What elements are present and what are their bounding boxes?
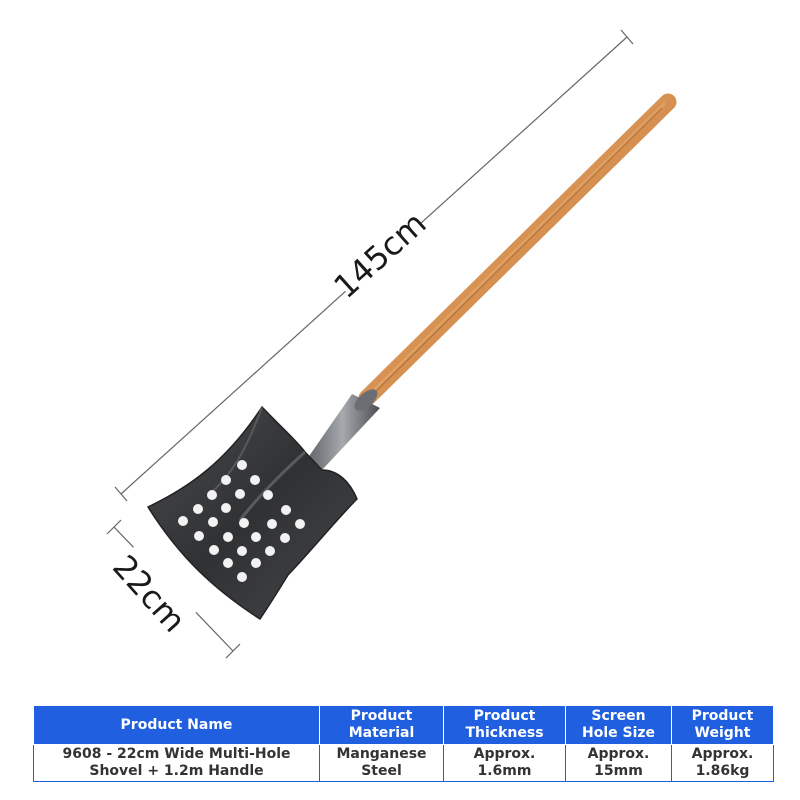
header-screen-hole-size: Screen Hole Size — [565, 705, 672, 745]
header-product-material: Product Material — [319, 705, 444, 745]
spec-value-row: 9608 - 22cm Wide Multi-Hole Shovel + 1.2… — [33, 744, 774, 782]
value-product-material: Manganese Steel — [319, 744, 444, 782]
value-screen-hole-size: Approx. 15mm — [565, 744, 672, 782]
shovel-neck — [305, 389, 380, 470]
shovel-blade — [146, 405, 358, 621]
value-product-name: 9608 - 22cm Wide Multi-Hole Shovel + 1.2… — [33, 744, 320, 782]
value-product-weight: Approx. 1.86kg — [671, 744, 774, 782]
wooden-handle — [358, 93, 677, 407]
header-product-thickness: Product Thickness — [443, 705, 566, 745]
length-dimension: 145cm — [114, 29, 634, 502]
spec-table: Product Name Product Material Product Th… — [33, 705, 774, 782]
spec-header-row: Product Name Product Material Product Th… — [33, 705, 774, 745]
header-product-name: Product Name — [33, 705, 320, 745]
header-product-weight: Product Weight — [671, 705, 774, 745]
screen-holes — [178, 460, 305, 582]
value-product-thickness: Approx. 1.6mm — [443, 744, 566, 782]
